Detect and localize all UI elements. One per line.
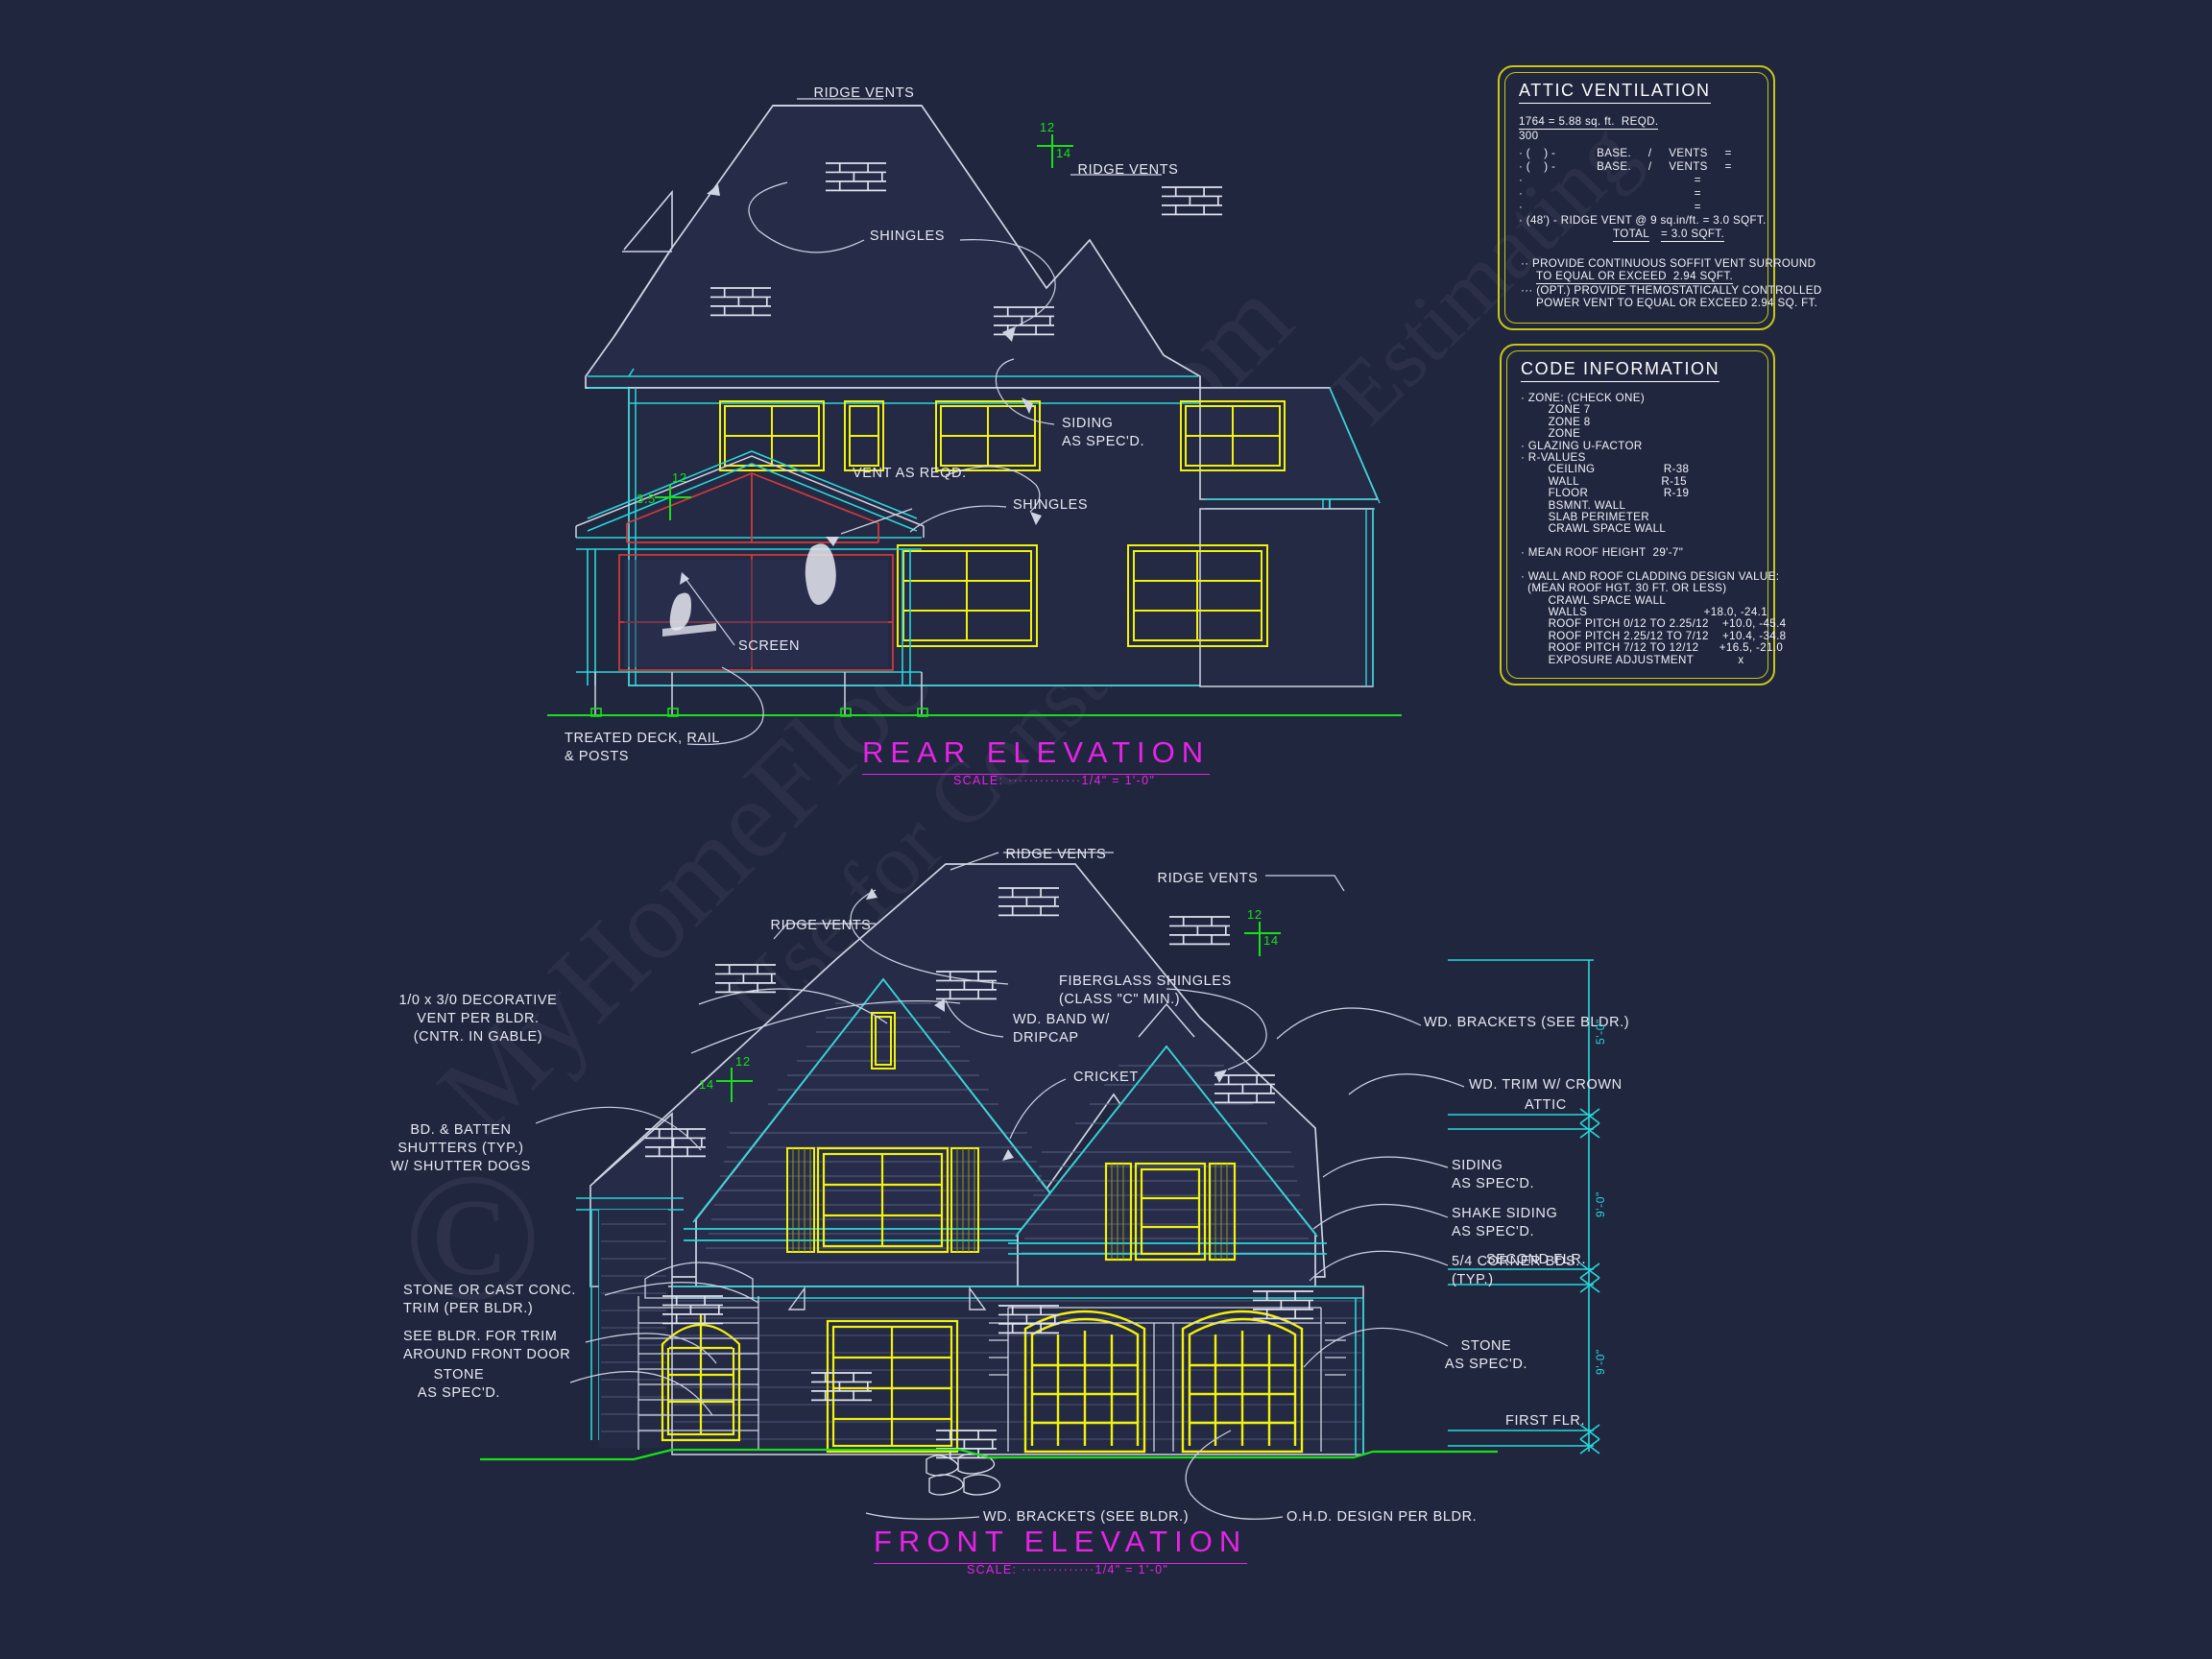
- code-information-line: [1521, 558, 1764, 569]
- pitch-rise-rear-porch: 12: [672, 470, 687, 485]
- pitch-rise-front-right: 12: [1247, 907, 1262, 922]
- attic-vent-note-2: ··· (OPT.) PROVIDE THEMOSTATICALLY CONTR…: [1521, 284, 1822, 297]
- callout-see-bldr-trim-door: SEE BLDR. FOR TRIM AROUND FRONT DOOR: [403, 1329, 571, 1362]
- callout-front-ridge-vents-center: RIDGE VENTS: [1005, 847, 1107, 862]
- pitch-run-front-right: 14: [1263, 933, 1279, 948]
- attic-vent-total-label: TOTAL: [1613, 228, 1650, 242]
- code-information-line: FLOOR R-19: [1521, 487, 1690, 500]
- level-label-attic: ATTIC: [1525, 1097, 1567, 1113]
- code-information-box: CODE INFORMATION · ZONE: (CHECK ONE) ZON…: [1500, 344, 1787, 685]
- callout-wd-band-dripcap: WD. BAND W/ DRIPCAP: [1013, 1012, 1110, 1046]
- callout-cricket: CRICKET: [1073, 1070, 1139, 1085]
- attic-vent-note-1: ·· PROVIDE CONTINUOUS SOFFIT VENT SURROU…: [1521, 257, 1816, 270]
- pitch-run-rear-main: 14: [1056, 146, 1071, 160]
- code-information-line: SLAB PERIMETER: [1521, 510, 1649, 523]
- code-information-lines: · ZONE: (CHECK ONE) ZONE 7 ZONE 8 ZONE· …: [1521, 392, 1787, 666]
- callout-wd-trim-crown: WD. TRIM W/ CROWN: [1469, 1077, 1623, 1093]
- front-elevation-title-text: FRONT ELEVATION: [874, 1525, 1248, 1564]
- callout-bd-batten-shutters: BD. & BATTEN SHUTTERS (TYP.) W/ SHUTTER …: [391, 1122, 531, 1174]
- code-information-line: ROOF PITCH 0/12 TO 2.25/12 +10.0, -45.4: [1521, 617, 1787, 631]
- attic-vent-row-4: · =: [1519, 201, 1701, 213]
- callout-shake-siding: SHAKE SIDING AS SPEC'D.: [1452, 1206, 1558, 1239]
- code-information-line: CEILING R-38: [1521, 463, 1690, 476]
- pitch-rise-rear-main: 12: [1040, 120, 1055, 134]
- code-information-line: ZONE 8: [1521, 415, 1591, 428]
- attic-vent-total-value: = 3.0 SQFT.: [1661, 228, 1725, 242]
- attic-vent-row-3: · =: [1519, 187, 1701, 200]
- callout-shingles-upper: SHINGLES: [869, 228, 946, 244]
- code-information-line: EXPOSURE ADJUSTMENT x: [1521, 653, 1744, 666]
- callout-screen: SCREEN: [738, 638, 801, 654]
- attic-vent-note-2b: POWER VENT TO EQUAL OR EXCEED 2.94 SQ. F…: [1536, 297, 1818, 309]
- callout-corner-bds: 5/4 CORNER BDS. (TYP.): [1452, 1254, 1580, 1287]
- attic-vent-formula-top: 1764 = 5.88 sq. ft. REQD.: [1519, 115, 1659, 130]
- level-label-second-flr: SECOND FLR.: [1486, 1252, 1587, 1267]
- code-information-line: ZONE: [1521, 427, 1581, 441]
- front-elevation-scale: SCALE: ··············1/4" = 1'-0": [967, 1563, 1169, 1576]
- callout-ridge-vents-right: RIDGE VENTS: [1077, 162, 1179, 178]
- rear-elevation-scale: SCALE: ··············1/4" = 1'-0": [953, 774, 1156, 787]
- code-information-box-inner: [1506, 350, 1768, 679]
- code-information-line: ROOF PITCH 7/12 TO 12/12 +16.5, -21.0: [1521, 641, 1784, 655]
- callout-wd-brackets-bottom: WD. BRACKETS (SEE BLDR.): [983, 1509, 1190, 1525]
- callout-ohd-design: O.H.D. DESIGN PER BLDR.: [1286, 1509, 1478, 1525]
- callout-vent-as-reqd: VENT AS REQD.: [853, 466, 967, 481]
- pitch-run-rear-porch: 3.5: [637, 492, 656, 506]
- attic-vent-row-5: · (48') - RIDGE VENT @ 9 sq.in/ft. = 3.0…: [1519, 214, 1767, 227]
- callout-wd-brackets-right: WD. BRACKETS (SEE BLDR.): [1424, 1015, 1630, 1030]
- rear-elevation-title-text: REAR ELEVATION: [862, 735, 1211, 775]
- callout-treated-deck-rail: TREATED DECK, RAIL & POSTS: [565, 731, 721, 764]
- level-label-first-flr: FIRST FLR.: [1505, 1413, 1586, 1429]
- attic-vent-note-1b: TO EQUAL OR EXCEED 2.94 SQFT.: [1536, 270, 1734, 284]
- dimension-second-flr: 9'-0": [1594, 1191, 1607, 1217]
- code-information-line: CRAWL SPACE WALL: [1521, 522, 1667, 536]
- pitch-run-front-left: 14: [699, 1077, 714, 1092]
- attic-ventilation-title: ATTIC VENTILATION: [1519, 81, 1711, 104]
- rear-elevation-drawing: [547, 98, 1402, 746]
- dimension-first-flr: 9'-0": [1594, 1349, 1607, 1375]
- callout-ridge-vents-left: RIDGE VENTS: [813, 85, 915, 101]
- attic-vent-row-0: · ( ) - BASE. / VENTS =: [1519, 147, 1732, 159]
- front-elevation-title: FRONT ELEVATION: [874, 1525, 1248, 1564]
- callout-front-ridge-vents-right: RIDGE VENTS: [1157, 871, 1259, 886]
- attic-vent-row-2: · =: [1519, 174, 1701, 186]
- callout-siding-as-specd: SIDING AS SPEC'D.: [1062, 416, 1145, 449]
- code-information-line: ROOF PITCH 2.25/12 TO 7/12 +10.4, -34.8: [1521, 629, 1787, 642]
- code-information-line: (MEAN ROOF HGT. 30 FT. OR LESS): [1521, 582, 1727, 595]
- code-information-line: · R-VALUES: [1521, 450, 1586, 464]
- rear-elevation-title: REAR ELEVATION: [862, 735, 1211, 775]
- attic-vent-row-1: · ( ) - BASE. / VENTS =: [1519, 160, 1732, 173]
- callout-shingles-lower: SHINGLES: [1013, 497, 1089, 513]
- dimension-attic: 5'-0": [1594, 1019, 1607, 1045]
- callout-front-ridge-vents-left: RIDGE VENTS: [770, 918, 872, 933]
- callout-stone-cast-conc-trim: STONE OR CAST CONC. TRIM (PER BLDR.): [403, 1283, 577, 1316]
- front-elevation-drawing: [480, 852, 1600, 1520]
- code-information-title: CODE INFORMATION: [1521, 359, 1720, 382]
- code-information-line: · WALL AND ROOF CLADDING DESIGN VALUE:: [1521, 569, 1780, 583]
- callout-front-siding-as-specd: SIDING AS SPEC'D.: [1452, 1158, 1535, 1191]
- attic-ventilation-box: ATTIC VENTILATION 1764 = 5.88 sq. ft. RE…: [1498, 65, 1821, 330]
- callout-decorative-vent: 1/0 x 3/0 DECORATIVE VENT PER BLDR. (CNT…: [398, 993, 558, 1045]
- code-information-line: · GLAZING U-FACTOR: [1521, 439, 1643, 452]
- pitch-rise-front-left: 12: [735, 1054, 751, 1069]
- code-information-line: · MEAN ROOF HEIGHT 29'-7": [1521, 546, 1684, 560]
- code-information-line: · ZONE: (CHECK ONE): [1521, 392, 1646, 404]
- code-information-line: BSMNT. WALL: [1521, 498, 1626, 512]
- code-information-line: WALLS +18.0, -24.1: [1521, 606, 1768, 619]
- callout-stone-as-specd-right: STONE AS SPEC'D.: [1444, 1338, 1528, 1372]
- code-information-line: ZONE 7: [1521, 403, 1591, 417]
- code-information-line: CRAWL SPACE WALL: [1521, 593, 1667, 607]
- attic-vent-formula-bottom: 300: [1519, 130, 1539, 142]
- code-information-line: [1521, 535, 1764, 546]
- code-information-line: WALL R-15: [1521, 474, 1687, 488]
- callout-fiberglass-shingles: FIBERGLASS SHINGLES (CLASS "C" MIN.): [1059, 974, 1232, 1007]
- attic-ventilation-box-inner: [1504, 72, 1768, 324]
- callout-stone-as-specd-left: STONE AS SPEC'D.: [417, 1367, 501, 1401]
